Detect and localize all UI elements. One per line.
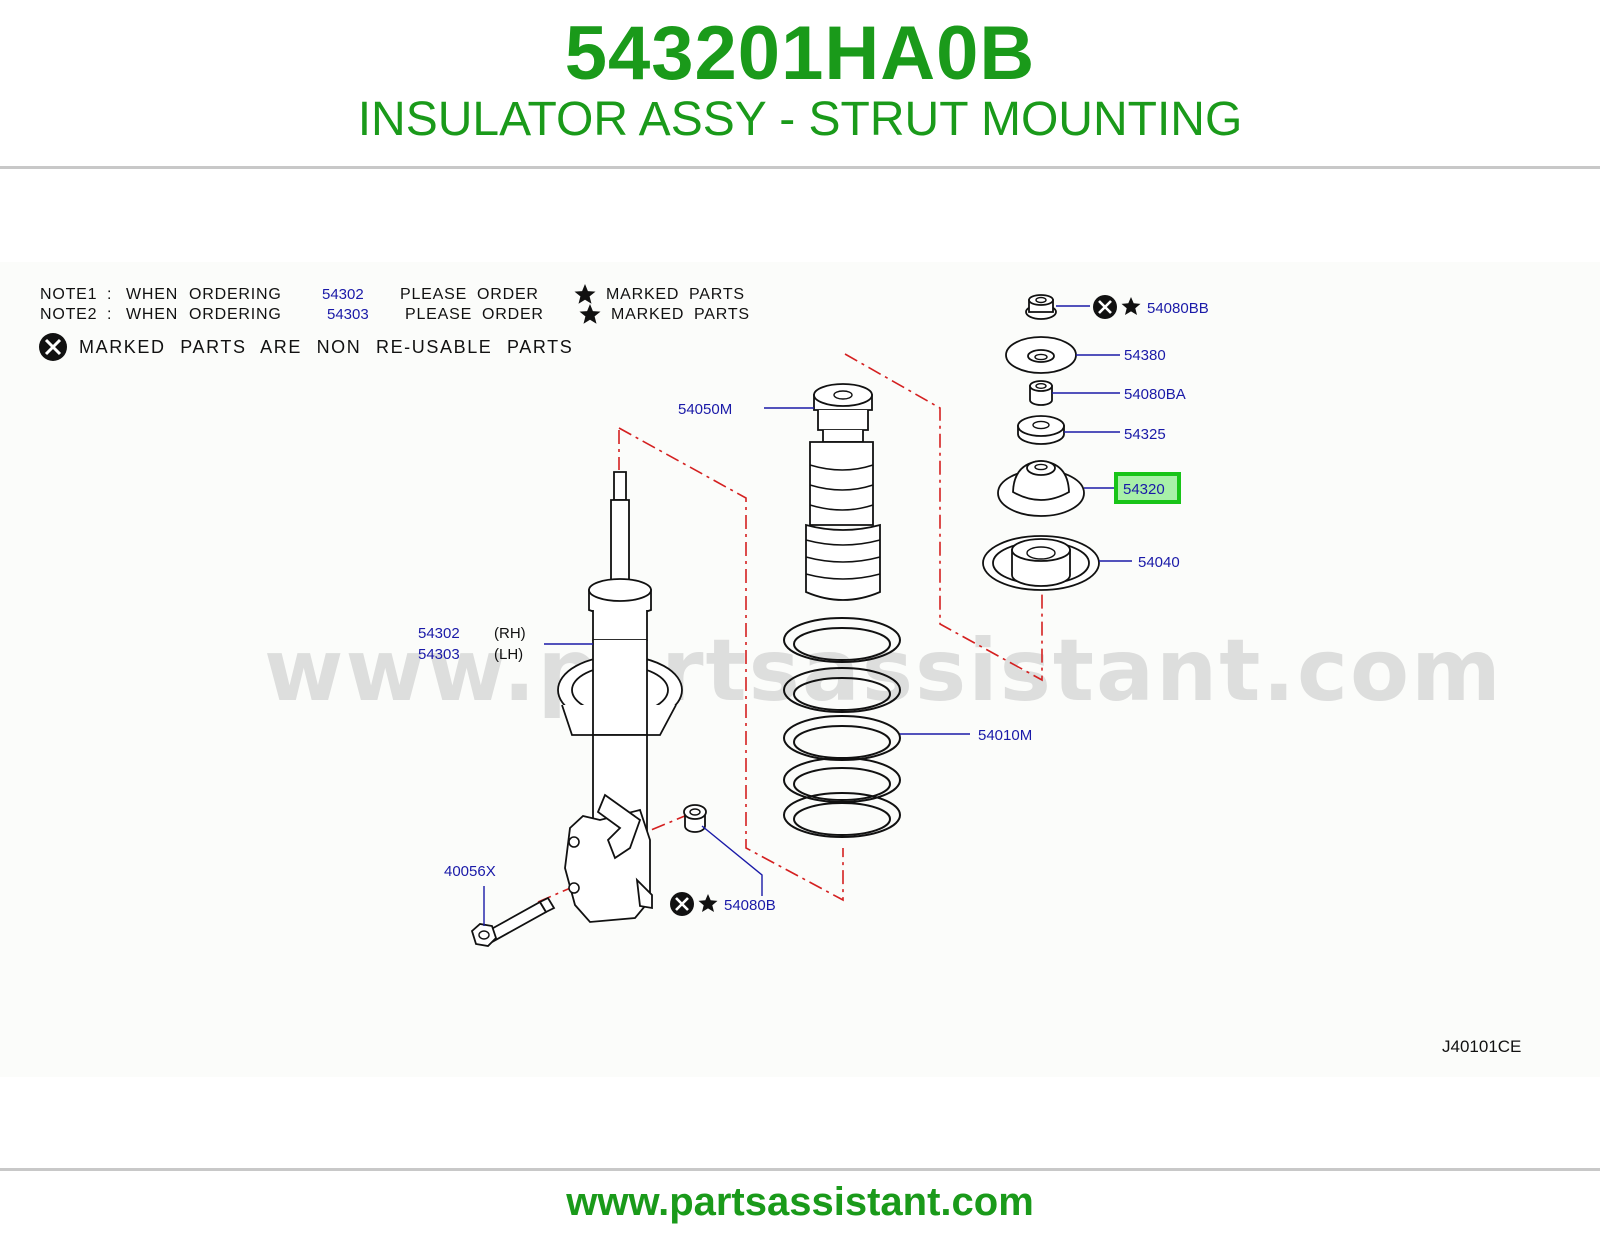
non-reusable-icon [39, 333, 67, 361]
note1-star-icon [574, 284, 596, 304]
nut-54080BB[interactable] [1025, 294, 1057, 320]
leader-lines [483, 305, 1132, 926]
nut-54080B[interactable] [683, 804, 707, 833]
note1-sep: : [107, 286, 112, 303]
note1-marked: MARKED [606, 286, 679, 303]
note2-when: WHEN [126, 306, 178, 323]
star-mark-54080B-icon [698, 894, 718, 912]
nut-54080BA[interactable] [1029, 380, 1053, 406]
note1-parts: PARTS [689, 286, 745, 303]
callout-54080B[interactable]: 54080B [724, 897, 776, 914]
header-divider [0, 166, 1600, 169]
star-mark-54080BB-icon [1121, 297, 1141, 315]
callout-54080BB[interactable]: 54080BB [1147, 300, 1209, 317]
non-reusable-mark-54080BB-icon [1093, 295, 1117, 319]
callout-54303[interactable]: 54303 [418, 646, 460, 663]
highlight-box-54320 [1114, 472, 1181, 504]
note1-ordering: ORDERING [189, 286, 282, 303]
footer-url[interactable]: www.partsassistant.com [566, 1180, 1034, 1224]
callout-54325[interactable]: 54325 [1124, 426, 1166, 443]
callout-54080BA[interactable]: 54080BA [1124, 386, 1186, 403]
callout-54302-side: (RH) [494, 625, 526, 642]
callouts: 54080BB 54380 54080BA 54325 54320 54040 … [418, 295, 1209, 916]
title-block: 543201HA0B INSULATOR ASSY - STRUT MOUNTI… [0, 0, 1600, 168]
note1-order: ORDER [477, 286, 539, 303]
non-reusable-note: MARKED PARTS ARE NON RE-USABLE PARTS [79, 337, 573, 357]
callout-54050M[interactable]: 54050M [678, 401, 732, 418]
diagram-panel [0, 262, 1600, 1077]
part-name-subtitle: INSULATOR ASSY - STRUT MOUNTING [357, 93, 1243, 146]
callout-54303-side: (LH) [494, 646, 523, 663]
strut-assembly-54302-54303[interactable] [557, 471, 683, 923]
washer-54380[interactable] [1005, 336, 1077, 374]
bushing-54325[interactable] [1017, 415, 1065, 445]
note2-please: PLEASE [405, 306, 472, 323]
note2-label: NOTE2 [40, 306, 97, 323]
note1-part-link[interactable]: 54302 [322, 286, 364, 303]
callout-54040[interactable]: 54040 [1138, 554, 1180, 571]
note2-star-icon [579, 304, 601, 324]
note1-label: NOTE1 [40, 286, 97, 303]
note2-sep: : [107, 306, 112, 323]
callout-54010M[interactable]: 54010M [978, 727, 1032, 744]
bound-bumper-54050M[interactable] [805, 383, 881, 601]
bolt-40056X[interactable] [470, 896, 556, 947]
note1-when: WHEN [126, 286, 178, 303]
footer-divider [0, 1168, 1600, 1171]
part-number-title: 543201HA0B [564, 11, 1036, 96]
note1-please: PLEASE [400, 286, 467, 303]
callout-54302[interactable]: 54302 [418, 625, 460, 642]
note2-marked: MARKED [611, 306, 684, 323]
note2-order: ORDER [482, 306, 544, 323]
note2-parts: PARTS [694, 306, 750, 323]
non-reusable-mark-54080B-icon [670, 892, 694, 916]
watermark-text: www.partsassistant.com [264, 621, 1503, 721]
coil-spring-54010M[interactable] [783, 617, 901, 838]
callout-40056X[interactable]: 40056X [444, 863, 496, 880]
note2-part-link[interactable]: 54303 [327, 306, 369, 323]
diagram-code: J40101CE [1442, 1037, 1521, 1056]
insulator-54320[interactable] [997, 460, 1085, 517]
callout-54320-highlighted[interactable]: 54320 [1123, 481, 1165, 498]
bearing-54040[interactable] [982, 535, 1100, 591]
callout-54380[interactable]: 54380 [1124, 347, 1166, 364]
note2-ordering: ORDERING [189, 306, 282, 323]
notes-block: NOTE1 : WHEN ORDERING 54302 PLEASE ORDER… [39, 284, 750, 361]
